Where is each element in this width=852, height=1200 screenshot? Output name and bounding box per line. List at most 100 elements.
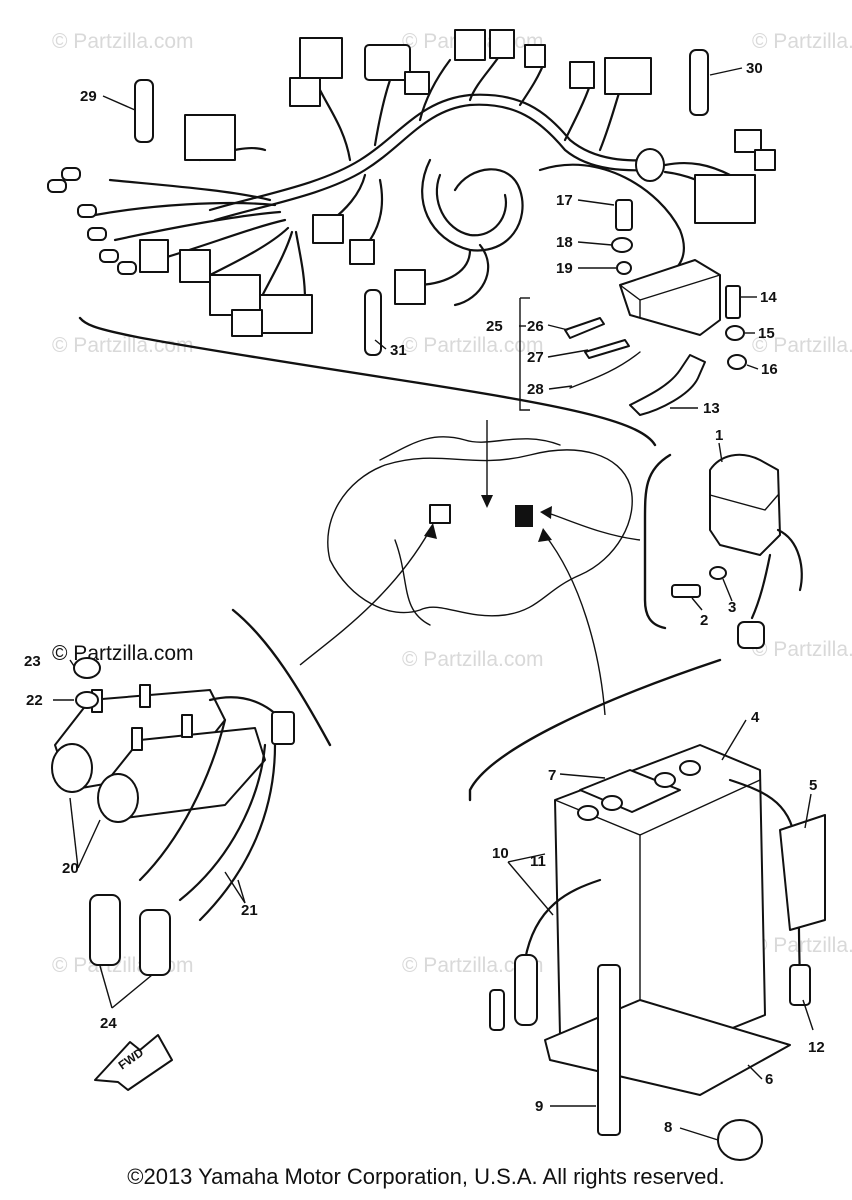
callout-label: 8: [664, 1119, 672, 1136]
battery-location: [515, 505, 533, 527]
washer: [75, 691, 99, 709]
fwd-arrow: FWD: [94, 1034, 173, 1091]
callout-label: 10: [492, 845, 509, 862]
fuse: [584, 339, 630, 359]
washer: [725, 325, 745, 341]
callout-label: 13: [703, 400, 720, 417]
screw: [615, 199, 633, 231]
watermark: © Partzilla.com: [752, 638, 852, 661]
battery-cap: [679, 760, 701, 776]
connector-block: [299, 37, 343, 79]
bullet-terminal: [77, 204, 97, 218]
connector-block: [349, 239, 375, 265]
connector-block: [394, 269, 426, 305]
watermark: © Partzilla.com: [402, 954, 544, 977]
callout-label: 17: [556, 192, 573, 209]
bullet-terminal: [99, 249, 119, 263]
battery-assembly: [489, 744, 826, 1161]
connector-block: [404, 71, 430, 95]
section-brackets: [78, 297, 722, 802]
callout-label: 21: [241, 902, 258, 919]
connector-block: [209, 274, 261, 316]
motorcycle-outline: [327, 436, 633, 626]
warning-label: [779, 814, 826, 931]
copyright-notice: ©2013 Yamaha Motor Corporation, U.S.A. A…: [127, 1164, 725, 1189]
connector-block: [364, 44, 411, 81]
callout-label: 18: [556, 234, 573, 251]
watermark: © Partzilla.com: [402, 334, 544, 357]
connector-block: [489, 29, 515, 59]
coil-terminal: [131, 727, 143, 751]
cable-tie: [134, 79, 154, 143]
bolt: [671, 584, 701, 598]
fuse-box-group: [134, 49, 747, 416]
ignition-coil-location: [429, 504, 451, 524]
callout-label: 9: [535, 1098, 543, 1115]
connector-block: [694, 174, 756, 224]
watermark: © Partzilla.com: [52, 954, 194, 977]
callout-label: 20: [62, 860, 79, 877]
bullet-terminal: [47, 179, 67, 193]
callout-label: 24: [100, 1015, 117, 1032]
callout-label: 6: [765, 1071, 773, 1088]
coil-terminal: [139, 684, 151, 708]
callout-label: 19: [556, 260, 573, 277]
cdi-unit: [671, 453, 803, 649]
connector-block: [734, 129, 762, 153]
cable-tie: [689, 49, 709, 116]
callout-label: 27: [527, 349, 544, 366]
callout-label: 4: [751, 709, 760, 726]
bullet-terminal: [61, 167, 81, 181]
callout-label: 25: [486, 318, 503, 335]
connector-block: [184, 114, 236, 161]
coil-terminal: [181, 714, 193, 738]
connector-block: [754, 149, 776, 171]
callout-leaders: [53, 67, 814, 1141]
grommet: [635, 148, 665, 182]
battery-cap: [577, 805, 599, 821]
washer: [709, 566, 727, 580]
callout-label: 22: [26, 692, 43, 709]
pointer-arrows: [299, 420, 641, 716]
washer: [611, 237, 633, 253]
callout-label: 23: [24, 653, 41, 670]
fuse-box: [619, 259, 721, 336]
callout-label: 14: [760, 289, 777, 306]
connector-block: [312, 214, 344, 244]
callout-label: 3: [728, 599, 736, 616]
battery-cable-end: [514, 954, 538, 1026]
spark-plug-cap: [139, 909, 171, 976]
bullet-terminal: [117, 261, 137, 275]
watermark: © Partzilla.com: [52, 642, 194, 665]
rubber-cap: [717, 1119, 763, 1161]
coil-connector: [271, 711, 295, 745]
callout-label: 15: [758, 325, 775, 342]
connector-block: [289, 77, 321, 107]
connector-block: [259, 294, 313, 334]
callout-label: 12: [808, 1039, 825, 1056]
watermark: © Partzilla.com: [402, 648, 544, 671]
connector-block: [569, 61, 595, 89]
nut: [73, 657, 101, 679]
connector-block: [454, 29, 486, 61]
harness-connectors: [47, 29, 776, 337]
connector-block: [179, 249, 211, 283]
callout-label: 2: [700, 612, 708, 629]
breather-pipe: [489, 989, 505, 1031]
watermark: © Partzilla.com: [752, 334, 852, 357]
callout-label: 1: [715, 427, 723, 444]
callout-label: 26: [527, 318, 544, 335]
nut: [616, 261, 632, 275]
bracket-part: [629, 354, 706, 416]
battery-cap: [601, 795, 623, 811]
connector-block: [139, 239, 169, 273]
battery-band: [597, 964, 621, 1136]
connector-block: [231, 309, 263, 337]
ignition-coils: [51, 657, 295, 976]
watermark: © Partzilla.com: [752, 934, 852, 957]
spark-plug-cap: [89, 894, 121, 966]
connector-block: [524, 44, 546, 68]
fuse-holder: [569, 351, 641, 389]
callout-numbers: 1 2 3 4 5 6 7 8 9 10 11 12 13 14 15 16 1…: [24, 60, 825, 1136]
